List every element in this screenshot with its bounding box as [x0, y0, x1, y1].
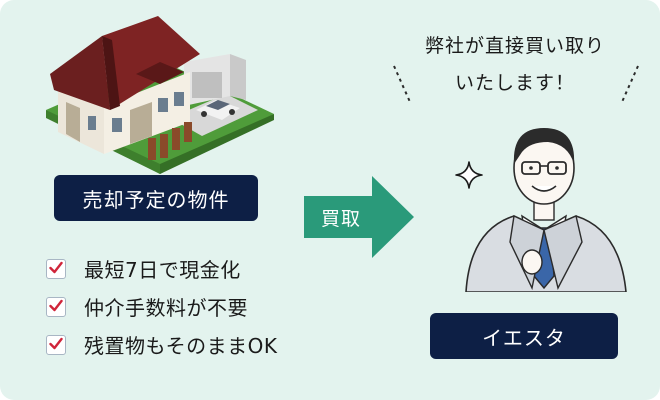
speech-text: 弊社が直接買い取り いたします！: [380, 28, 650, 102]
benefit-text: 最短7日で現金化: [84, 258, 241, 282]
benefit-text: 残置物もそのままOK: [84, 334, 278, 358]
speech-line: いたします！: [454, 72, 575, 94]
seller-property-label: 売却予定の物件: [54, 175, 258, 221]
arrow-icon: [304, 176, 414, 258]
speech-line: 弊社が直接買い取り: [424, 35, 605, 57]
benefit-item: 残置物もそのままOK: [46, 330, 277, 359]
check-icon: [46, 258, 66, 279]
house-illustration: [46, 16, 274, 174]
check-icon: [46, 334, 66, 355]
check-icon: [46, 296, 66, 317]
benefit-list: 最短7日で現金化 仲介手数料が不要 残置物もそのままOK: [46, 254, 277, 368]
benefit-item: 最短7日で現金化: [46, 254, 277, 283]
benefit-item: 仲介手数料が不要: [46, 292, 277, 321]
arrow-label: 買取: [320, 207, 361, 230]
businessman-illustration: [465, 128, 627, 292]
sparkle-icon: [455, 161, 483, 189]
buyer-company-label: イエスタ: [430, 313, 618, 359]
benefit-text: 仲介手数料が不要: [84, 296, 248, 320]
